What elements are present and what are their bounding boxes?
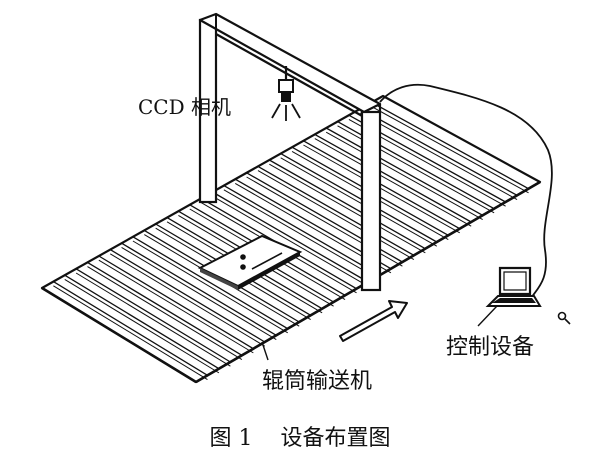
- roller: [257, 170, 415, 260]
- conveyor-front-edge: [41, 286, 197, 384]
- roller: [53, 281, 208, 376]
- roller: [223, 185, 380, 276]
- direction-arrow: [339, 300, 408, 342]
- roller: [257, 165, 415, 256]
- roller: [359, 108, 518, 196]
- conveyor-label: 辊筒输送机: [262, 369, 372, 394]
- roller: [269, 163, 426, 254]
- right-post: [360, 110, 382, 292]
- conveyor-leader: [261, 341, 269, 361]
- roller: [269, 159, 426, 250]
- roller: [223, 189, 380, 280]
- camera-cable: [379, 83, 553, 301]
- roller: [303, 140, 461, 230]
- roller: [109, 253, 266, 347]
- roller: [87, 261, 243, 356]
- camera-label: CCD 相机: [138, 95, 231, 119]
- roller: [280, 157, 438, 247]
- mouse-icon: [557, 311, 571, 325]
- roller: [360, 112, 518, 200]
- camera-field-of-view-icon: [271, 103, 301, 121]
- workpiece: [197, 234, 303, 290]
- roller: [132, 240, 288, 334]
- roller: [109, 249, 266, 343]
- roller: [325, 131, 483, 220]
- roller: [325, 127, 483, 216]
- roller: [314, 133, 472, 223]
- roller: [132, 236, 289, 330]
- workpiece-mark: [240, 254, 246, 260]
- roller: [98, 255, 254, 350]
- roller: [87, 266, 243, 360]
- roller: [371, 106, 529, 194]
- roller: [212, 191, 369, 283]
- roller: [64, 274, 220, 370]
- roller: [64, 278, 220, 374]
- roller: [75, 268, 231, 363]
- workpiece-mark: [240, 264, 246, 270]
- roller: [371, 101, 529, 190]
- control-device: 控制设备: [446, 266, 571, 360]
- roller: [303, 144, 460, 234]
- roller: [280, 153, 438, 243]
- roller: [98, 259, 254, 354]
- roller: [314, 138, 472, 227]
- roller: [121, 246, 277, 340]
- figure-caption: 图 1 设备布置图: [210, 426, 391, 451]
- roller: [121, 242, 277, 336]
- ccd-camera: CCD 相机: [138, 66, 301, 121]
- control-label: 控制设备: [446, 335, 534, 360]
- roller: [53, 285, 208, 380]
- roller: [75, 272, 231, 367]
- roller: [212, 195, 369, 287]
- gantry-frame: [198, 12, 382, 292]
